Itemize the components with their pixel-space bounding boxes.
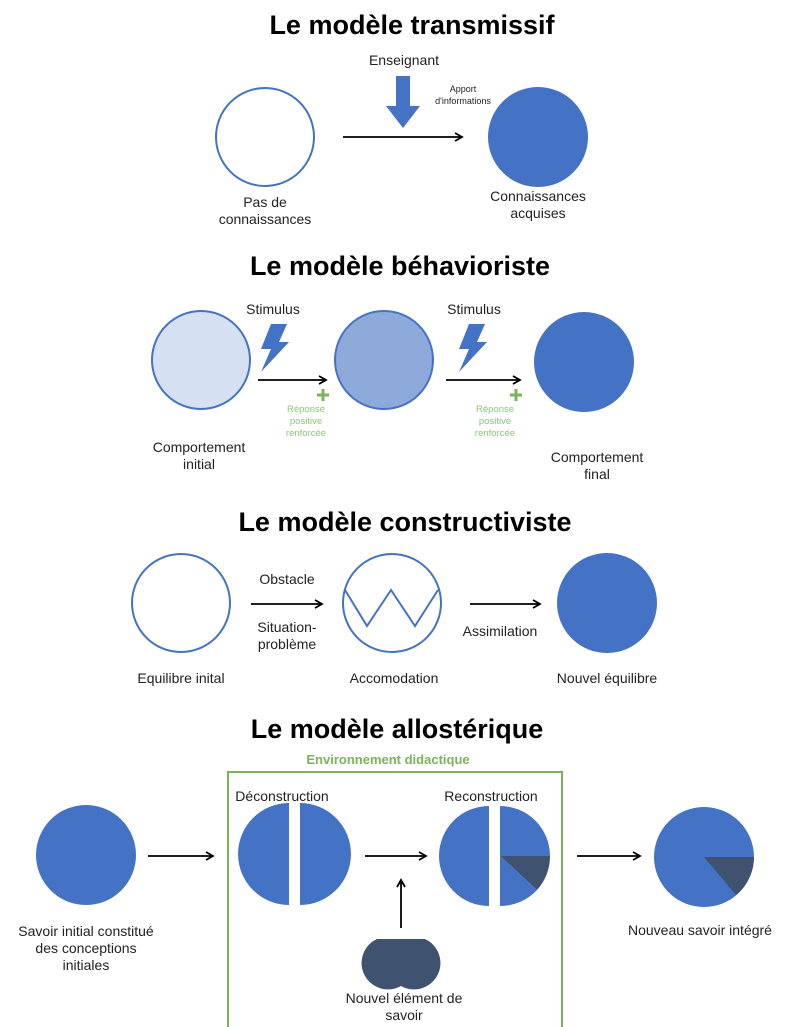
apport-label-2: d'informations [435, 96, 491, 106]
section-transmissif: Le modèle transmissif Enseignant Apport … [215, 10, 588, 227]
integrated-knowledge-wedge [704, 857, 754, 895]
assimilation-label: Assimilation [463, 623, 538, 639]
initial-behavior-label-2: initial [183, 456, 215, 472]
final-behavior-label-1: Comportement [551, 449, 644, 465]
obstacle-label: Obstacle [259, 571, 314, 587]
stimulus-label-2: Stimulus [447, 301, 501, 317]
new-element-label-2: savoir [385, 1007, 423, 1023]
reponse-label-a-2: positive [290, 416, 322, 427]
new-equilibrium-label: Nouvel équilibre [557, 670, 658, 686]
plus-icon [317, 389, 329, 401]
integrated-knowledge-circle [654, 807, 754, 907]
teacher-label: Enseignant [369, 52, 439, 68]
savoir-initial-label-3: initiales [63, 957, 110, 973]
start-label-1: Pas de [243, 194, 287, 210]
apport-label-1: Apport [450, 84, 477, 94]
initial-behavior-label-1: Comportement [153, 439, 246, 455]
reponse-label-a-3: renforcée [286, 428, 326, 439]
savoir-initial-label-2: des conceptions [35, 940, 136, 956]
initial-equilibrium-circle [131, 553, 231, 653]
new-knowledge-element-wedge [376, 939, 426, 985]
accommodation-label: Accomodation [350, 670, 439, 686]
reponse-label-b-1: Réponse [476, 404, 514, 415]
didactic-environment-box [227, 771, 563, 1027]
constructiviste-title: Le modèle constructiviste [238, 507, 571, 537]
transmissif-title: Le modèle transmissif [269, 10, 555, 40]
situation-label-2: problème [258, 636, 317, 652]
lightning-icon [261, 324, 289, 372]
lightning-icon [459, 324, 487, 372]
end-label-1: Connaissances [490, 188, 586, 204]
section-allosterique: Le modèle allostérique Environnement did… [18, 714, 772, 1027]
new-equilibrium-circle [557, 553, 657, 653]
section-constructiviste: Le modèle constructiviste Obstacle Situa… [131, 507, 658, 686]
acquired-knowledge-circle [488, 87, 588, 187]
reponse-label-a-1: Réponse [287, 404, 325, 415]
deconstruction-label: Déconstruction [235, 788, 328, 804]
final-behavior-label-2: final [584, 466, 610, 482]
accommodation-circle [342, 553, 442, 653]
zigzag-disruption-icon [344, 588, 439, 628]
stimulus-label-1: Stimulus [246, 301, 300, 317]
deconstruction-split-circle [238, 803, 351, 905]
empty-knowledge-circle [215, 87, 315, 187]
didactic-environment-label: Environnement didactique [306, 752, 469, 767]
new-element-label-1: Nouvel élément de [346, 990, 463, 1006]
initial-behavior-circle [151, 310, 251, 410]
situation-label-1: Situation- [257, 619, 316, 635]
savoir-initial-label-1: Savoir initial constitué [18, 923, 154, 939]
final-behavior-circle [534, 312, 634, 412]
reconstruction-label: Reconstruction [444, 788, 537, 804]
reponse-label-b-3: renforcée [475, 428, 515, 439]
reponse-label-b-2: positive [479, 416, 511, 427]
end-label-2: acquises [510, 205, 565, 221]
teacher-arrow-icon [386, 76, 420, 128]
section-behavioriste: Le modèle béhavioriste Stimulus Stimulus… [151, 251, 644, 482]
intermediate-behavior-circle [334, 310, 434, 410]
allosterique-title: Le modèle allostérique [251, 714, 544, 744]
reconstruction-split-circle [439, 806, 551, 907]
behavioriste-title: Le modèle béhavioriste [250, 251, 550, 281]
integrated-knowledge-label: Nouveau savoir intégré [628, 922, 772, 938]
initial-equilibrium-label: Equilibre inital [137, 670, 224, 686]
initial-knowledge-circle [36, 805, 136, 905]
plus-icon [510, 389, 522, 401]
inserted-knowledge-wedge [500, 856, 551, 890]
start-label-2: connaissances [219, 211, 312, 227]
